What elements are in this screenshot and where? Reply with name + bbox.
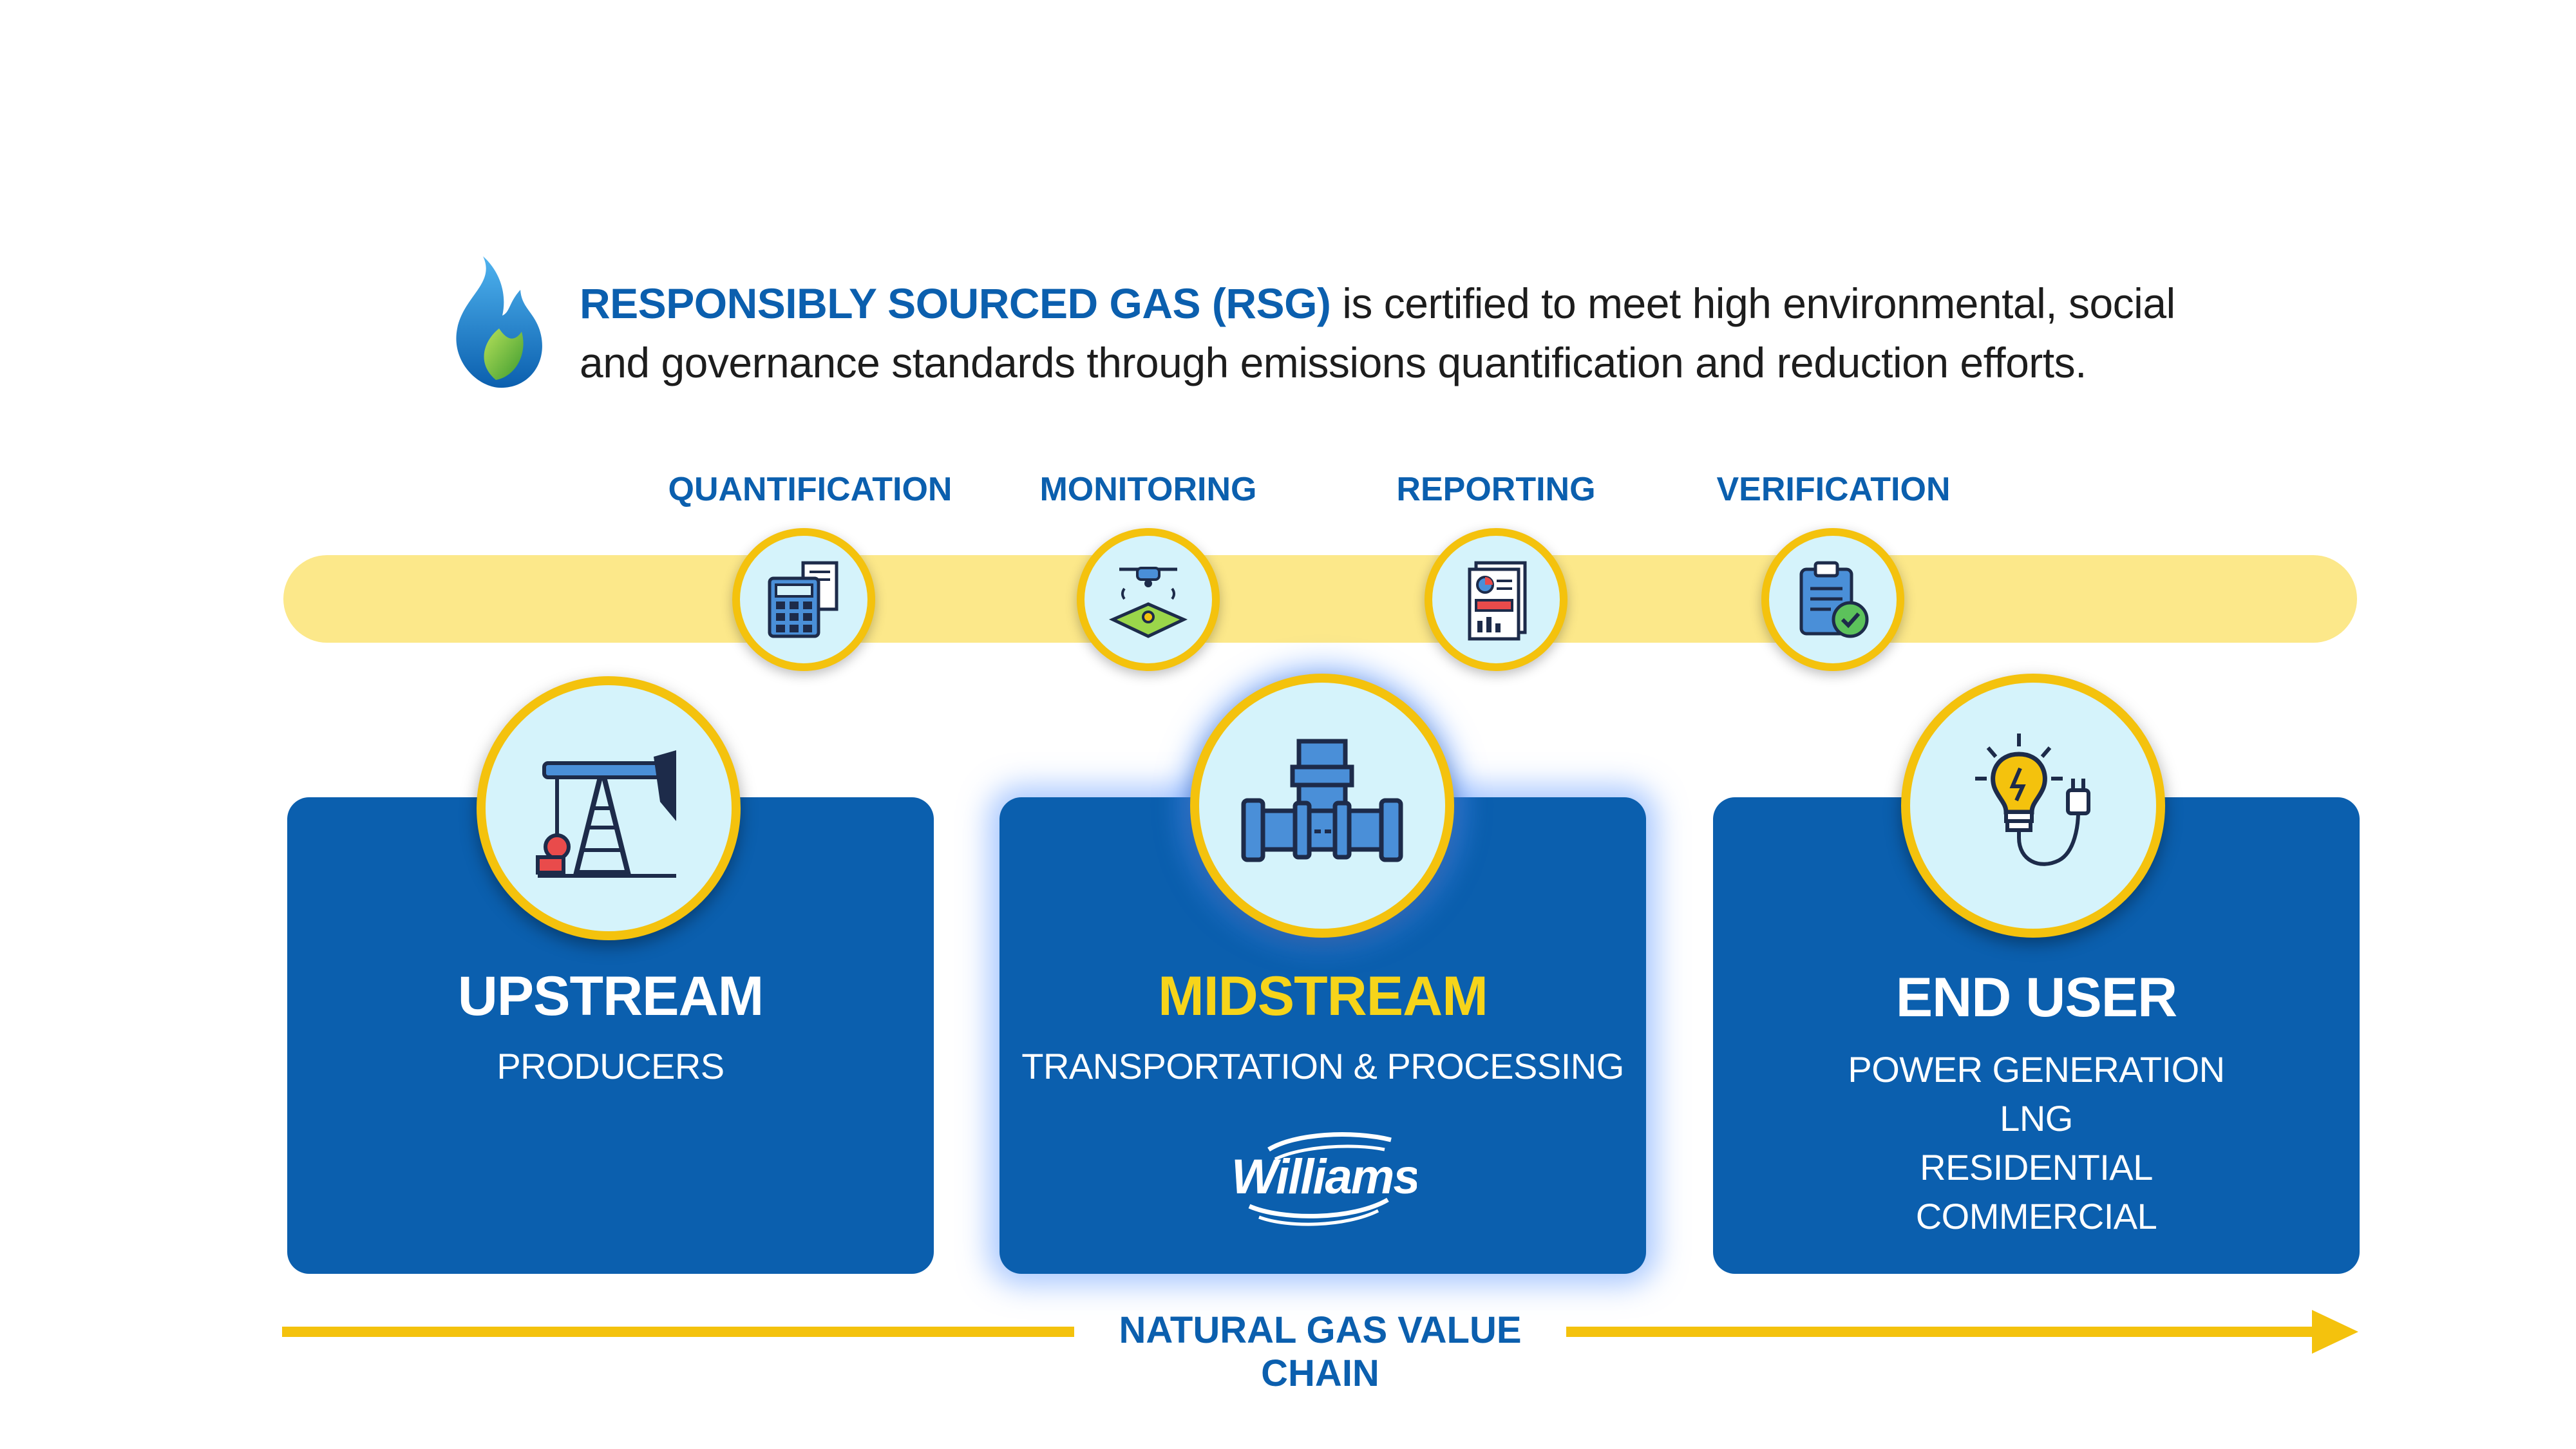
rsg-heading: RESPONSIBLY SOURCED GAS (RSG) xyxy=(580,279,1331,327)
stage-subtitle-end-user: POWER GENERATION LNG RESIDENTIAL COMMERC… xyxy=(1713,1045,2360,1241)
step-label-quantification: QUANTIFICATION xyxy=(668,471,952,508)
value-chain-arrowhead-icon xyxy=(2312,1310,2358,1354)
step-circle-verification xyxy=(1761,528,1904,671)
stage-circle-end-user xyxy=(1901,674,2165,938)
step-circle-monitoring xyxy=(1077,528,1220,671)
step-label-reporting: REPORTING xyxy=(1396,471,1596,508)
step-circle-reporting xyxy=(1425,528,1567,671)
intro-line-2: and governance standards through emissio… xyxy=(580,339,2087,386)
stage-card-upstream: UPSTREAM PRODUCERS xyxy=(287,797,934,1274)
step-label-verification: VERIFICATION xyxy=(1716,471,1951,508)
value-chain-line-left xyxy=(282,1327,1074,1337)
stage-subtitle-upstream: PRODUCERS xyxy=(497,1046,724,1086)
step-circle-quantification xyxy=(732,528,875,671)
step-label-monitoring: MONITORING xyxy=(1039,471,1257,508)
williams-logo: Williams xyxy=(1231,1132,1417,1226)
end-user-item: COMMERCIAL xyxy=(1915,1196,2157,1236)
pumpjack-icon xyxy=(536,750,676,878)
end-user-item: POWER GENERATION xyxy=(1848,1049,2225,1090)
lightbulb-plug-icon xyxy=(1975,734,2090,866)
intro-line-1: RESPONSIBLY SOURCED GAS (RSG) is certifi… xyxy=(580,274,2190,333)
stage-title-end-user: END USER xyxy=(1895,967,2177,1028)
value-chain-line-right xyxy=(1566,1327,2320,1337)
calculator-icon xyxy=(768,561,838,638)
pipeline-icon xyxy=(1241,739,1403,862)
clipboard-check-icon xyxy=(1799,561,1869,638)
end-user-item: LNG xyxy=(2000,1098,2073,1139)
stage-title-upstream: UPSTREAM xyxy=(457,965,764,1027)
rsg-definition: RESPONSIBLY SOURCED GAS (RSG) is certifi… xyxy=(580,274,2190,392)
williams-logo-text: Williams xyxy=(1231,1150,1417,1204)
process-track xyxy=(283,555,2357,643)
stage-circle-midstream xyxy=(1190,674,1454,938)
stage-circle-upstream xyxy=(477,676,741,940)
stage-title-midstream: MIDSTREAM xyxy=(1158,965,1488,1027)
flame-logo-icon xyxy=(456,256,542,388)
value-chain-label: NATURAL GAS VALUE CHAIN xyxy=(1119,1309,1522,1394)
intro-line-1-rest: is certified to meet high environmental,… xyxy=(1331,279,2175,327)
stage-subtitle-midstream: TRANSPORTATION & PROCESSING xyxy=(1021,1046,1624,1086)
report-icon xyxy=(1468,561,1527,641)
end-user-item: RESIDENTIAL xyxy=(1920,1147,2153,1188)
drone-icon xyxy=(1108,567,1188,638)
